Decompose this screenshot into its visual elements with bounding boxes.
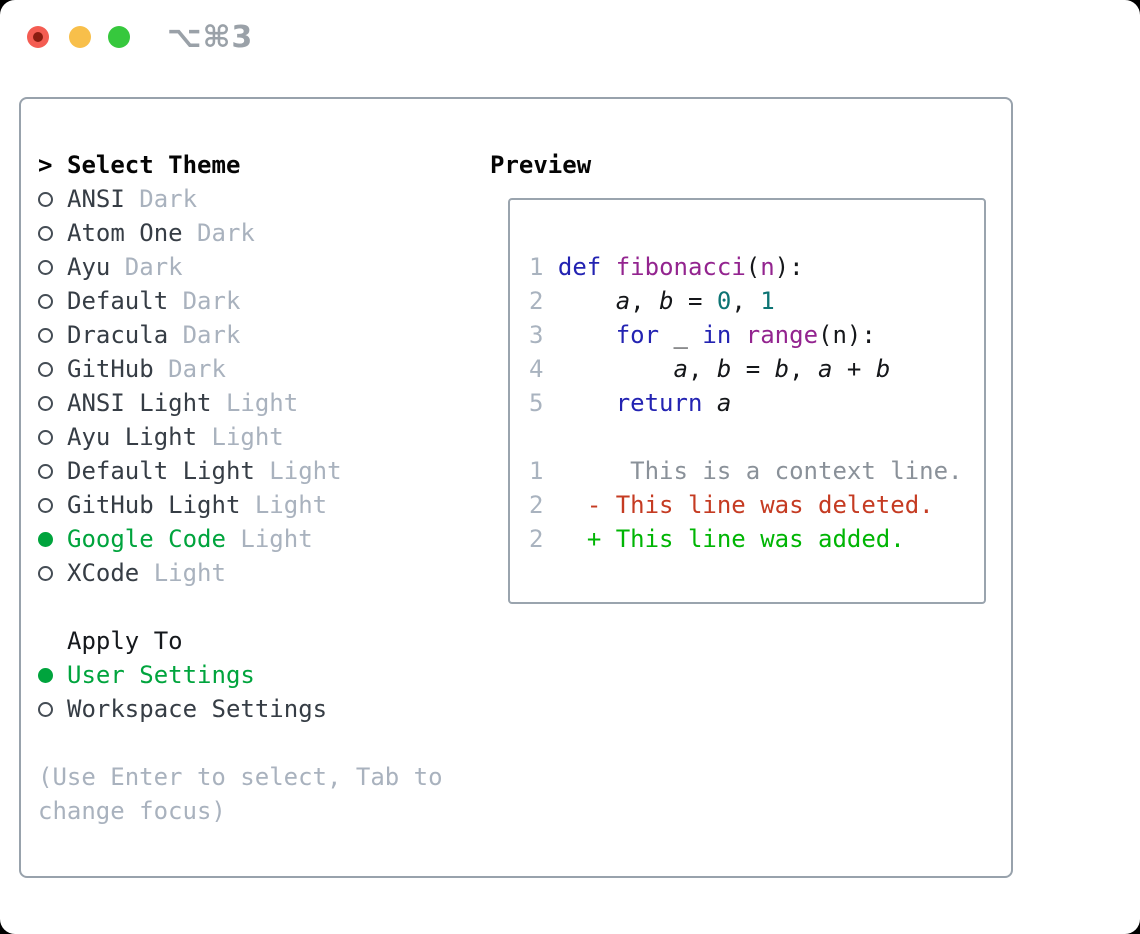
title-bar: ⌥⌘3: [0, 0, 1140, 97]
code-line: 4 a, b = b, a + b: [529, 355, 891, 383]
theme-name: Default Light: [67, 457, 255, 485]
code-line: 3 for _ in range(n):: [529, 321, 876, 349]
code-line: 1 def fibonacci(n):: [529, 253, 804, 281]
apply-to-title: Apply To: [67, 627, 183, 655]
theme-name: XCode: [67, 559, 140, 587]
radio-icon: [38, 463, 53, 479]
radio-icon: [38, 225, 53, 241]
theme-option[interactable]: Default Light Light: [38, 454, 454, 488]
theme-option[interactable]: GitHub Light Light: [38, 488, 454, 522]
radio-selected-icon: [38, 667, 53, 683]
code-preview: 1 def fibonacci(n): 2 a, b = 0, 1 3 for _ …: [510, 200, 984, 556]
zoom-button[interactable]: [108, 26, 130, 48]
theme-name: Ayu Light: [67, 423, 198, 451]
theme-option[interactable]: Google Code Light: [38, 522, 454, 556]
theme-name: Atom One: [67, 219, 183, 247]
theme-name: Default: [67, 287, 169, 315]
theme-variant: Dark: [182, 219, 255, 247]
theme-name: Google Code: [67, 525, 226, 553]
theme-variant: Dark: [168, 321, 241, 349]
apply-to-label: Workspace Settings: [67, 695, 328, 723]
preview-title: Preview: [490, 151, 592, 179]
radio-icon: [38, 565, 53, 581]
keyboard-hint-text: (Use Enter to select, Tab to change focu…: [38, 763, 443, 825]
minimize-button[interactable]: [69, 26, 91, 48]
close-button[interactable]: [27, 26, 49, 48]
theme-list-title: Select Theme: [67, 151, 241, 179]
theme-variant: Dark: [124, 185, 198, 213]
code-line: 2 + This line was added.: [529, 525, 905, 553]
apply-to-label: User Settings: [67, 661, 255, 689]
theme-option[interactable]: ANSI Light Light: [38, 386, 454, 420]
theme-variant: Light: [197, 423, 284, 451]
code-line: [529, 420, 984, 454]
theme-variant: Light: [211, 389, 299, 417]
theme-option[interactable]: Ayu Light Light: [38, 420, 454, 454]
theme-variant: Light: [254, 457, 342, 485]
apply-to-header-row: Apply To: [38, 624, 454, 658]
theme-variant: Dark: [153, 355, 226, 383]
radio-icon: [38, 327, 53, 343]
theme-option[interactable]: XCode Light: [38, 556, 454, 590]
theme-option[interactable]: Default Dark: [38, 284, 454, 318]
theme-option[interactable]: GitHub Dark: [38, 352, 454, 386]
theme-name: GitHub Light: [67, 491, 241, 519]
radio-selected-icon: [38, 531, 53, 547]
radio-icon: [38, 395, 53, 411]
apply-to-option[interactable]: Workspace Settings: [38, 692, 454, 726]
theme-variant: Light: [225, 525, 313, 553]
radio-icon: [38, 259, 53, 275]
theme-variant: Light: [139, 559, 226, 587]
apply-to-option[interactable]: User Settings: [38, 658, 454, 692]
theme-name: Dracula: [67, 321, 169, 349]
theme-option[interactable]: Dracula Dark: [38, 318, 454, 352]
radio-icon: [38, 191, 53, 207]
prompt-chevron-icon: >: [38, 151, 53, 179]
theme-name: ANSI: [67, 185, 125, 213]
radio-icon: [38, 293, 53, 309]
theme-option[interactable]: Ayu Dark: [38, 250, 454, 284]
theme-variant: Dark: [110, 253, 183, 281]
theme-name: Ayu: [67, 253, 111, 281]
window-shortcut-label: ⌥⌘3: [167, 20, 254, 55]
radio-icon: [38, 361, 53, 377]
theme-list-header-row: > Select Theme: [38, 148, 454, 182]
theme-option[interactable]: Atom One Dark: [38, 216, 454, 250]
code-line: 2 - This line was deleted.: [529, 491, 934, 519]
theme-variant: Light: [240, 491, 328, 519]
code-line: 5 return a: [529, 389, 732, 417]
radio-icon: [38, 429, 53, 445]
code-line: 2 a, b = 0, 1: [529, 287, 775, 315]
code-line: 1 This is a context line.: [529, 457, 963, 485]
radio-icon: [38, 701, 53, 717]
theme-name: GitHub: [67, 355, 154, 383]
theme-name: ANSI Light: [67, 389, 212, 417]
preview-pane: 1 def fibonacci(n): 2 a, b = 0, 1 3 for _ …: [508, 198, 986, 604]
theme-option[interactable]: ANSI Dark: [38, 182, 454, 216]
radio-icon: [38, 497, 53, 513]
theme-variant: Dark: [168, 287, 241, 315]
